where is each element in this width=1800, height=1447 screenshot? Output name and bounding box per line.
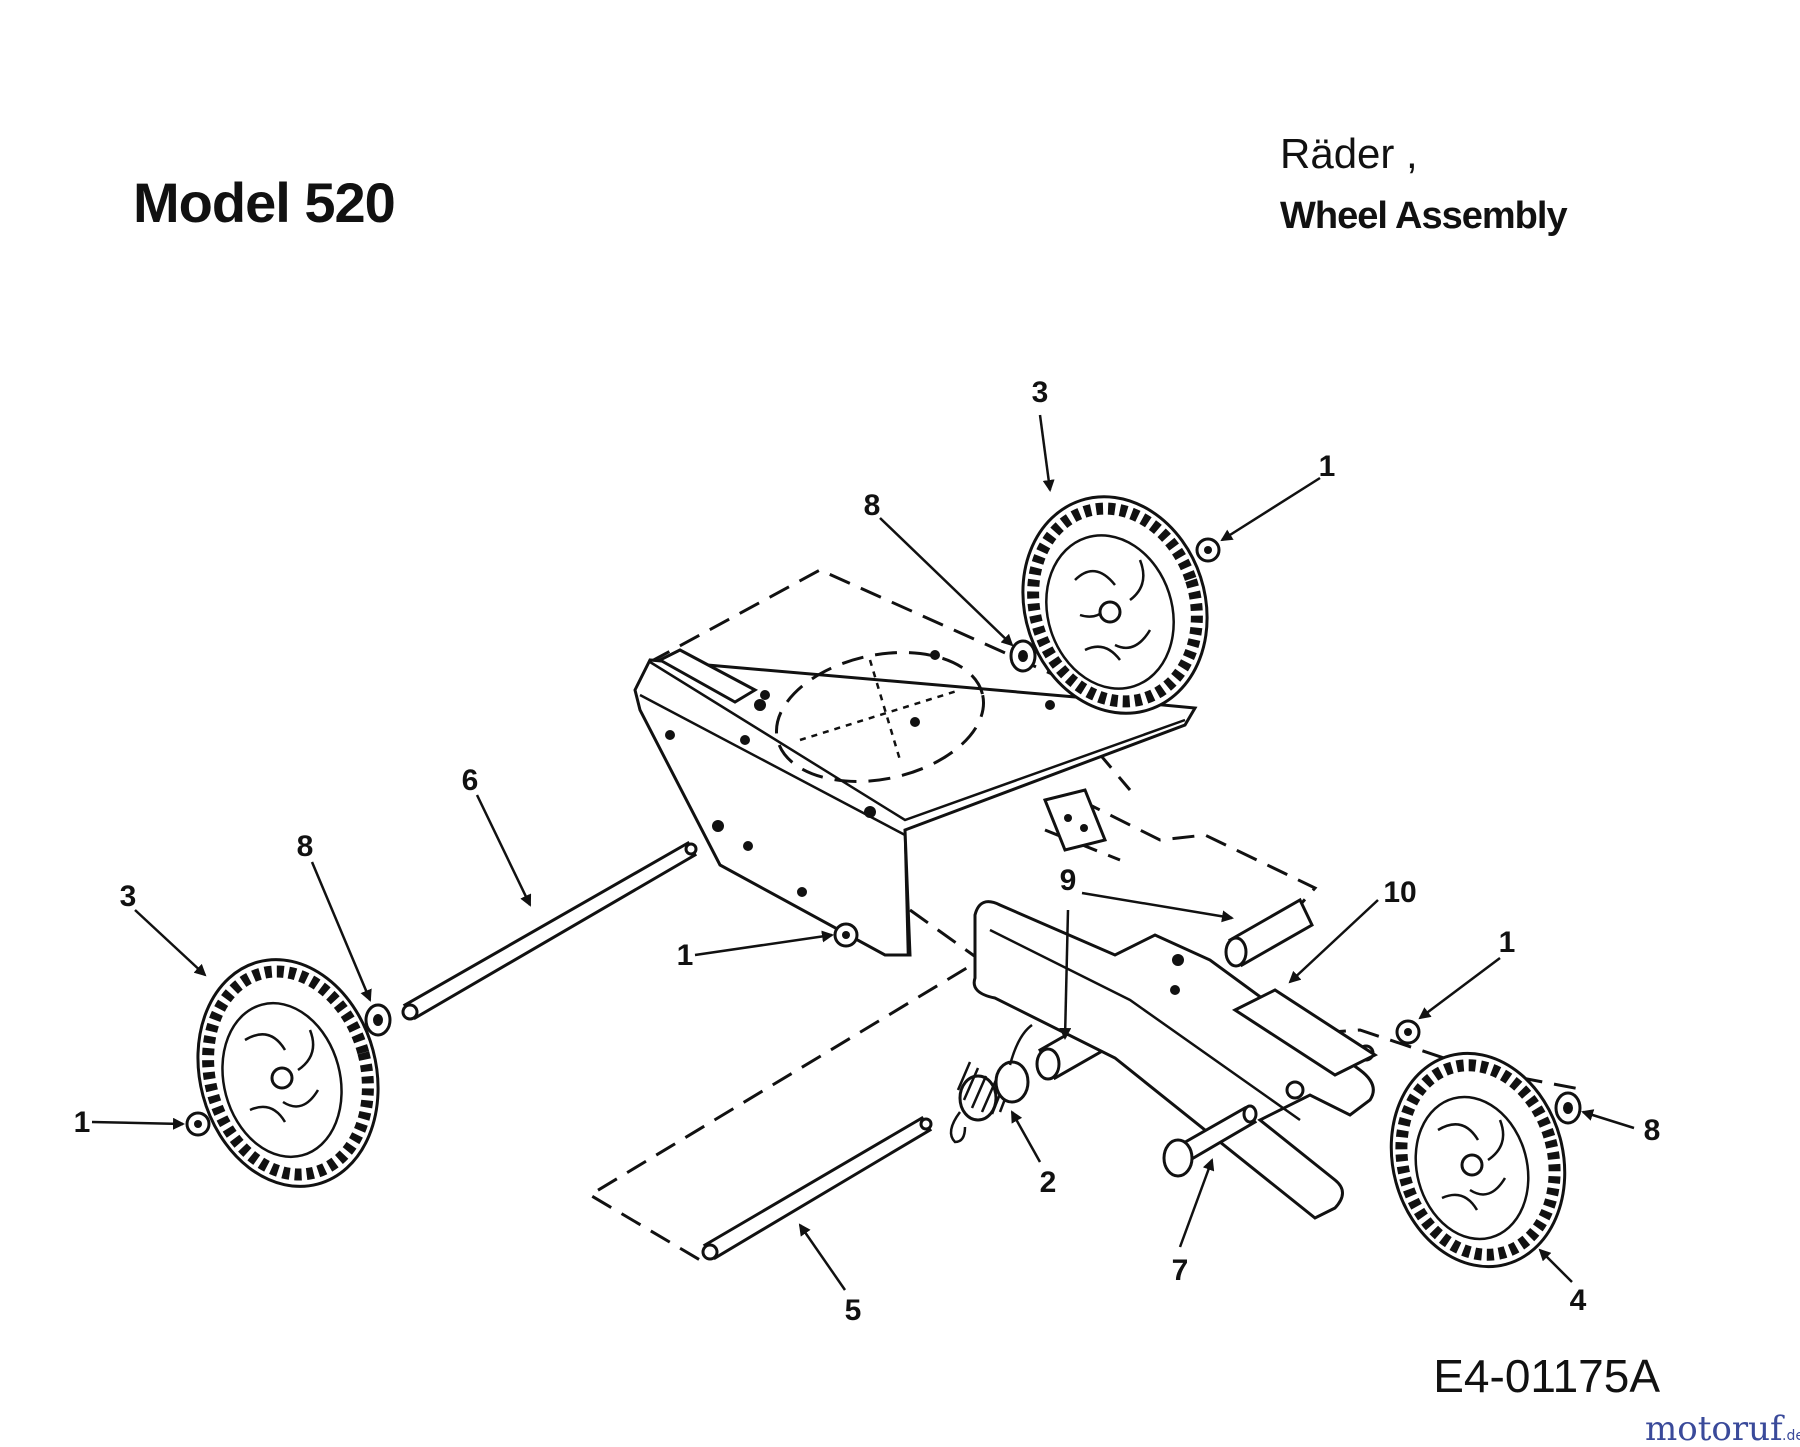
callout-1-top: 1 xyxy=(1319,450,1336,483)
callout-4: 4 xyxy=(1570,1284,1587,1317)
bolt-part-7 xyxy=(1162,1104,1258,1178)
leader-lines xyxy=(91,414,1635,1291)
title-german: Räder , xyxy=(1280,130,1418,177)
nuts-part-1 xyxy=(185,537,1421,1137)
drawing-number: E4-01175A xyxy=(1433,1350,1660,1402)
callout-6: 6 xyxy=(462,764,479,797)
callout-1-right: 1 xyxy=(1499,926,1516,959)
callout-10: 10 xyxy=(1383,876,1416,909)
callout-3-left: 3 xyxy=(120,880,137,913)
watermark-suffix: .de xyxy=(1782,1428,1800,1444)
callout-labels: 3 1 8 6 8 3 1 1 9 10 1 8 2 7 5 4 xyxy=(74,376,1661,1327)
callout-8-top: 8 xyxy=(864,489,881,522)
lever-bracket-part-10 xyxy=(972,900,1379,1220)
title-english: Wheel Assembly xyxy=(1280,195,1567,237)
watermark-text: motoruf xyxy=(1645,1409,1785,1447)
axle-part-5 xyxy=(701,1115,933,1261)
callout-5: 5 xyxy=(845,1294,862,1327)
wheel-right-part-4 xyxy=(1389,1051,1567,1269)
callout-9: 9 xyxy=(1060,864,1077,897)
callout-3-top: 3 xyxy=(1032,376,1049,409)
callout-8-left: 8 xyxy=(297,830,314,863)
callout-7: 7 xyxy=(1172,1254,1189,1287)
axle-part-6 xyxy=(401,840,698,1021)
wheel-bracket-housing xyxy=(633,648,1198,957)
bushing-part-9-upper xyxy=(1224,897,1314,968)
wheel-left-part-3 xyxy=(196,958,380,1188)
watermark-logo: motoruf .de xyxy=(1645,1409,1800,1447)
callout-1-left: 1 xyxy=(74,1106,91,1139)
model-title: Model 520 xyxy=(133,171,395,234)
callout-1-mid: 1 xyxy=(677,939,694,972)
spring-part-2 xyxy=(949,1023,1033,1144)
wheel-top-part-3 xyxy=(1021,495,1209,715)
bearings-part-8 xyxy=(364,639,1582,1125)
callout-2: 2 xyxy=(1040,1166,1057,1199)
callout-8-right: 8 xyxy=(1644,1114,1661,1147)
